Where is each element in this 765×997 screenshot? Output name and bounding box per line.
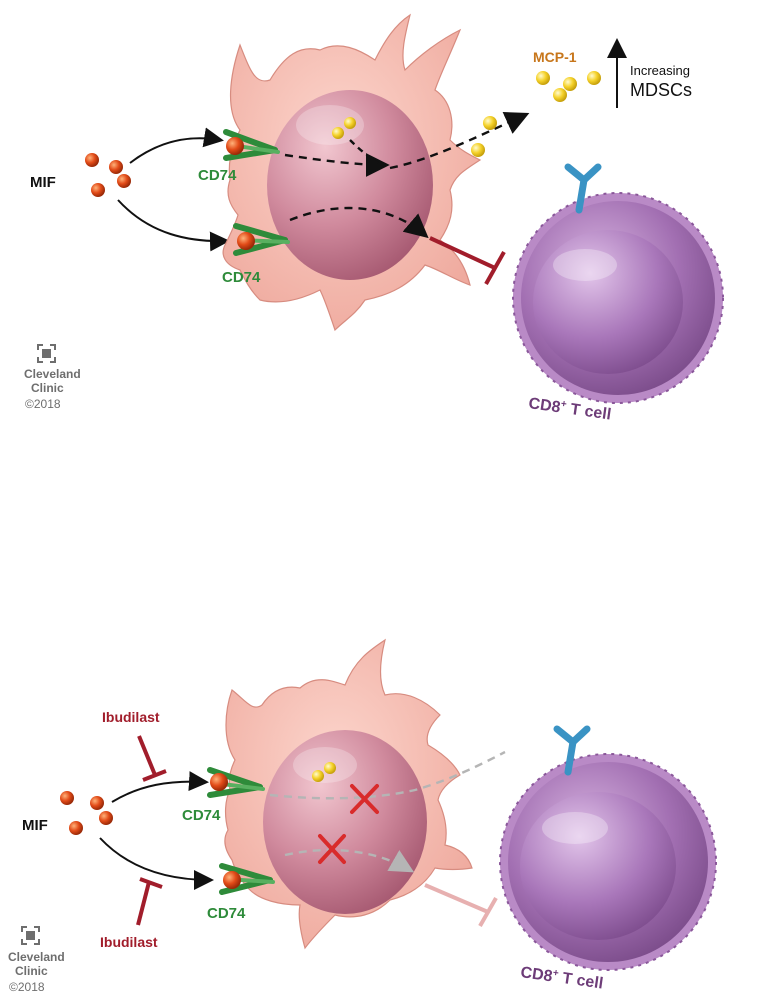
blocked-signal-2-bottom — [284, 848, 415, 873]
cleveland-clinic-logo-top — [33, 340, 60, 367]
signal-dashed-mcp-top — [349, 139, 379, 165]
ibudilast-line-bottom — [136, 881, 151, 926]
logo-line2-top: Clinic — [31, 381, 64, 395]
arrow-mif-to-cd74-lower-top — [117, 199, 230, 252]
ibudilast-bar-top — [142, 769, 167, 782]
block-x-icon-lower — [318, 834, 346, 864]
tcell-label-top: CD8+ T cell — [527, 394, 612, 423]
cd74-label-lower-bottom: CD74 — [207, 905, 246, 922]
block-x-icon-upper — [350, 784, 379, 814]
mcp1-particles-inside-top — [332, 117, 356, 139]
mcp1-label-top: MCP-1 — [533, 49, 577, 65]
cd74-label-upper-bottom: CD74 — [182, 807, 221, 824]
logo-line1-bottom: Cleveland — [8, 950, 65, 964]
signal-dashed-1-top — [284, 152, 390, 177]
ibudilast-label-top: Ibudilast — [102, 709, 160, 725]
cd74-receptor-upper-top — [223, 129, 280, 161]
blocked-signal-1-bottom — [269, 750, 506, 800]
mif-particles-top — [85, 153, 131, 197]
inhibition-line-top — [429, 236, 496, 270]
signal-dashed-2-top — [289, 206, 429, 239]
faded-inhibition-line-bottom — [424, 883, 489, 914]
mif-particles-bottom — [60, 791, 113, 835]
mif-label-top: MIF — [30, 174, 56, 191]
inhibition-bar-top — [484, 251, 506, 285]
faded-inhibition-bar-bottom — [478, 897, 498, 927]
mcp1-particles-outside-top — [471, 71, 601, 157]
increasing-label-top: Increasing — [630, 63, 690, 78]
mcp1-particles-inside-bottom — [312, 762, 336, 782]
top-panel: MIF CD74 CD74 — [24, 13, 724, 424]
bottom-panel: MIF Ibudilast Ibudilast CD74 — [8, 638, 717, 994]
logo-line3-top: ©2018 — [25, 397, 61, 411]
cleveland-clinic-logo-bottom — [17, 922, 44, 949]
macrophage-nucleus-top — [267, 90, 433, 280]
tcr-receptor-top — [564, 163, 602, 214]
logo-line2-bottom: Clinic — [15, 964, 48, 978]
cd8-tcell-top — [512, 192, 724, 404]
cd8-tcell-bottom — [499, 753, 717, 971]
cd74-label-lower-top: CD74 — [222, 269, 261, 286]
cd74-receptor-lower-top — [233, 223, 290, 256]
ibudilast-bar-bottom — [139, 877, 163, 889]
cd74-label-upper-top: CD74 — [198, 167, 237, 184]
ibudilast-line-top — [137, 735, 157, 776]
cd74-receptor-upper-bottom — [207, 767, 265, 798]
tcell-label-bottom: CD8+ T cell — [519, 963, 604, 992]
logo-line3-bottom: ©2018 — [9, 980, 45, 994]
tcr-receptor-bottom — [553, 725, 591, 776]
arrow-mif-to-cd74-upper-bottom — [111, 771, 209, 803]
mif-label-bottom: MIF — [22, 817, 48, 834]
logo-line1-top: Cleveland — [24, 367, 81, 381]
cd74-receptor-lower-bottom — [219, 863, 275, 895]
mdscs-label-top: MDSCs — [630, 80, 692, 100]
ibudilast-label-bottom: Ibudilast — [100, 934, 158, 950]
arrow-mif-to-cd74-upper-top — [129, 127, 224, 164]
macrophage-nucleus-bottom — [263, 730, 427, 914]
arrow-mif-to-cd74-lower-bottom — [99, 837, 214, 890]
signal-dashed-secretion-top — [389, 112, 530, 170]
